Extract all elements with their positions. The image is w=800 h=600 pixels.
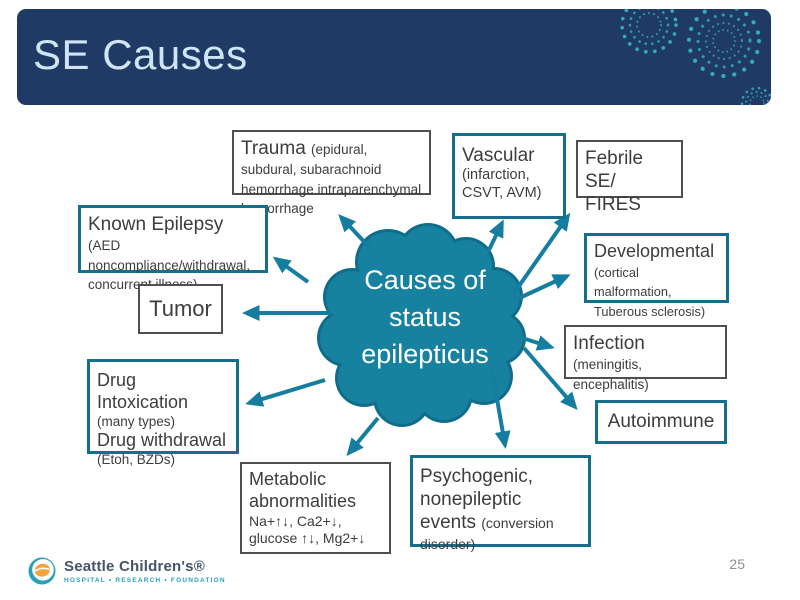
- box-title: Tumor: [149, 295, 212, 321]
- box-title: Autoimmune: [607, 411, 715, 433]
- box-title: Febrile SE/: [585, 148, 644, 193]
- box-title: Metabolic abnormalities: [249, 469, 357, 511]
- cloud-label: Causes of status epilepticus: [330, 262, 520, 373]
- box-detail-2: (Etoh, BZDs): [97, 452, 176, 468]
- header-bar: SE Causes: [17, 9, 771, 105]
- box-title: Vascular: [462, 145, 535, 166]
- cause-box-metabolic: Metabolic abnormalities Na+↑↓, Ca2+↓, gl…: [240, 462, 391, 554]
- dotted-circles-decoration: [620, 9, 771, 105]
- cause-box-drug: Drug Intoxication (many types) Drug with…: [87, 359, 239, 467]
- cause-box-known-epilepsy: Known Epilepsy (AED noncompliance/withdr…: [78, 205, 268, 292]
- box-title: Psychogenic, nonepileptic events: [420, 466, 534, 534]
- box-detail: (cortical malformation, Tuberous scleros…: [594, 264, 706, 319]
- cause-box-vascular: Vascular (infarction, CSVT, AVM): [452, 133, 566, 219]
- page-number: 25: [729, 556, 745, 572]
- page-title: SE Causes: [33, 31, 248, 78]
- cause-box-tumor: Tumor: [138, 284, 223, 334]
- cause-box-trauma: Trauma (epidural, subdural, subarachnoid…: [232, 130, 431, 216]
- box-detail: (infarction, CSVT, AVM): [462, 167, 542, 201]
- box-title: Drug Intoxication: [97, 370, 189, 412]
- seattle-childrens-logo: Seattle Children's® HOSPITAL • RESEARCH …: [27, 556, 226, 586]
- cause-box-infection: Infection (meningitis, encephalitis): [564, 325, 727, 392]
- cloud-label-line2: status: [388, 302, 462, 332]
- logo-text: Seattle Children's® HOSPITAL • RESEARCH …: [64, 558, 226, 584]
- box-title: Developmental: [594, 241, 715, 261]
- cloud-label-line1: Causes of: [364, 265, 486, 295]
- hospital-logo-icon: [28, 557, 56, 585]
- cause-box-psychogenic: Psychogenic, nonepileptic events (conver…: [410, 455, 591, 552]
- cause-box-autoimmune: Autoimmune: [595, 400, 727, 444]
- box-title: Known Epilepsy: [88, 214, 224, 235]
- box-detail: (meningitis, encephalitis): [573, 357, 649, 392]
- box-detail: (conversion disorder): [420, 515, 554, 552]
- cloud-label-line3: epilepticus: [361, 339, 489, 369]
- box-detail: Na+↑↓, Ca2+↓, glucose ↑↓, Mg2+↓: [249, 512, 366, 546]
- box-title: Trauma: [241, 138, 312, 159]
- box-title: Infection: [573, 333, 645, 354]
- box-detail: (many types): [97, 413, 176, 429]
- logo-tagline: HOSPITAL • RESEARCH • FOUNDATION: [64, 577, 226, 584]
- cause-box-febrile: Febrile SE/ FIRES: [576, 140, 683, 215]
- box-detail: (epidural, subdural, subarachnoid hemorr…: [241, 142, 422, 217]
- logo-brand-name: Seattle Children's®: [64, 558, 205, 575]
- box-title-line2: FIRES: [585, 194, 641, 216]
- cause-box-developmental: Developmental (cortical malformation, Tu…: [584, 233, 729, 319]
- box-title-2: Drug withdrawal: [97, 430, 227, 451]
